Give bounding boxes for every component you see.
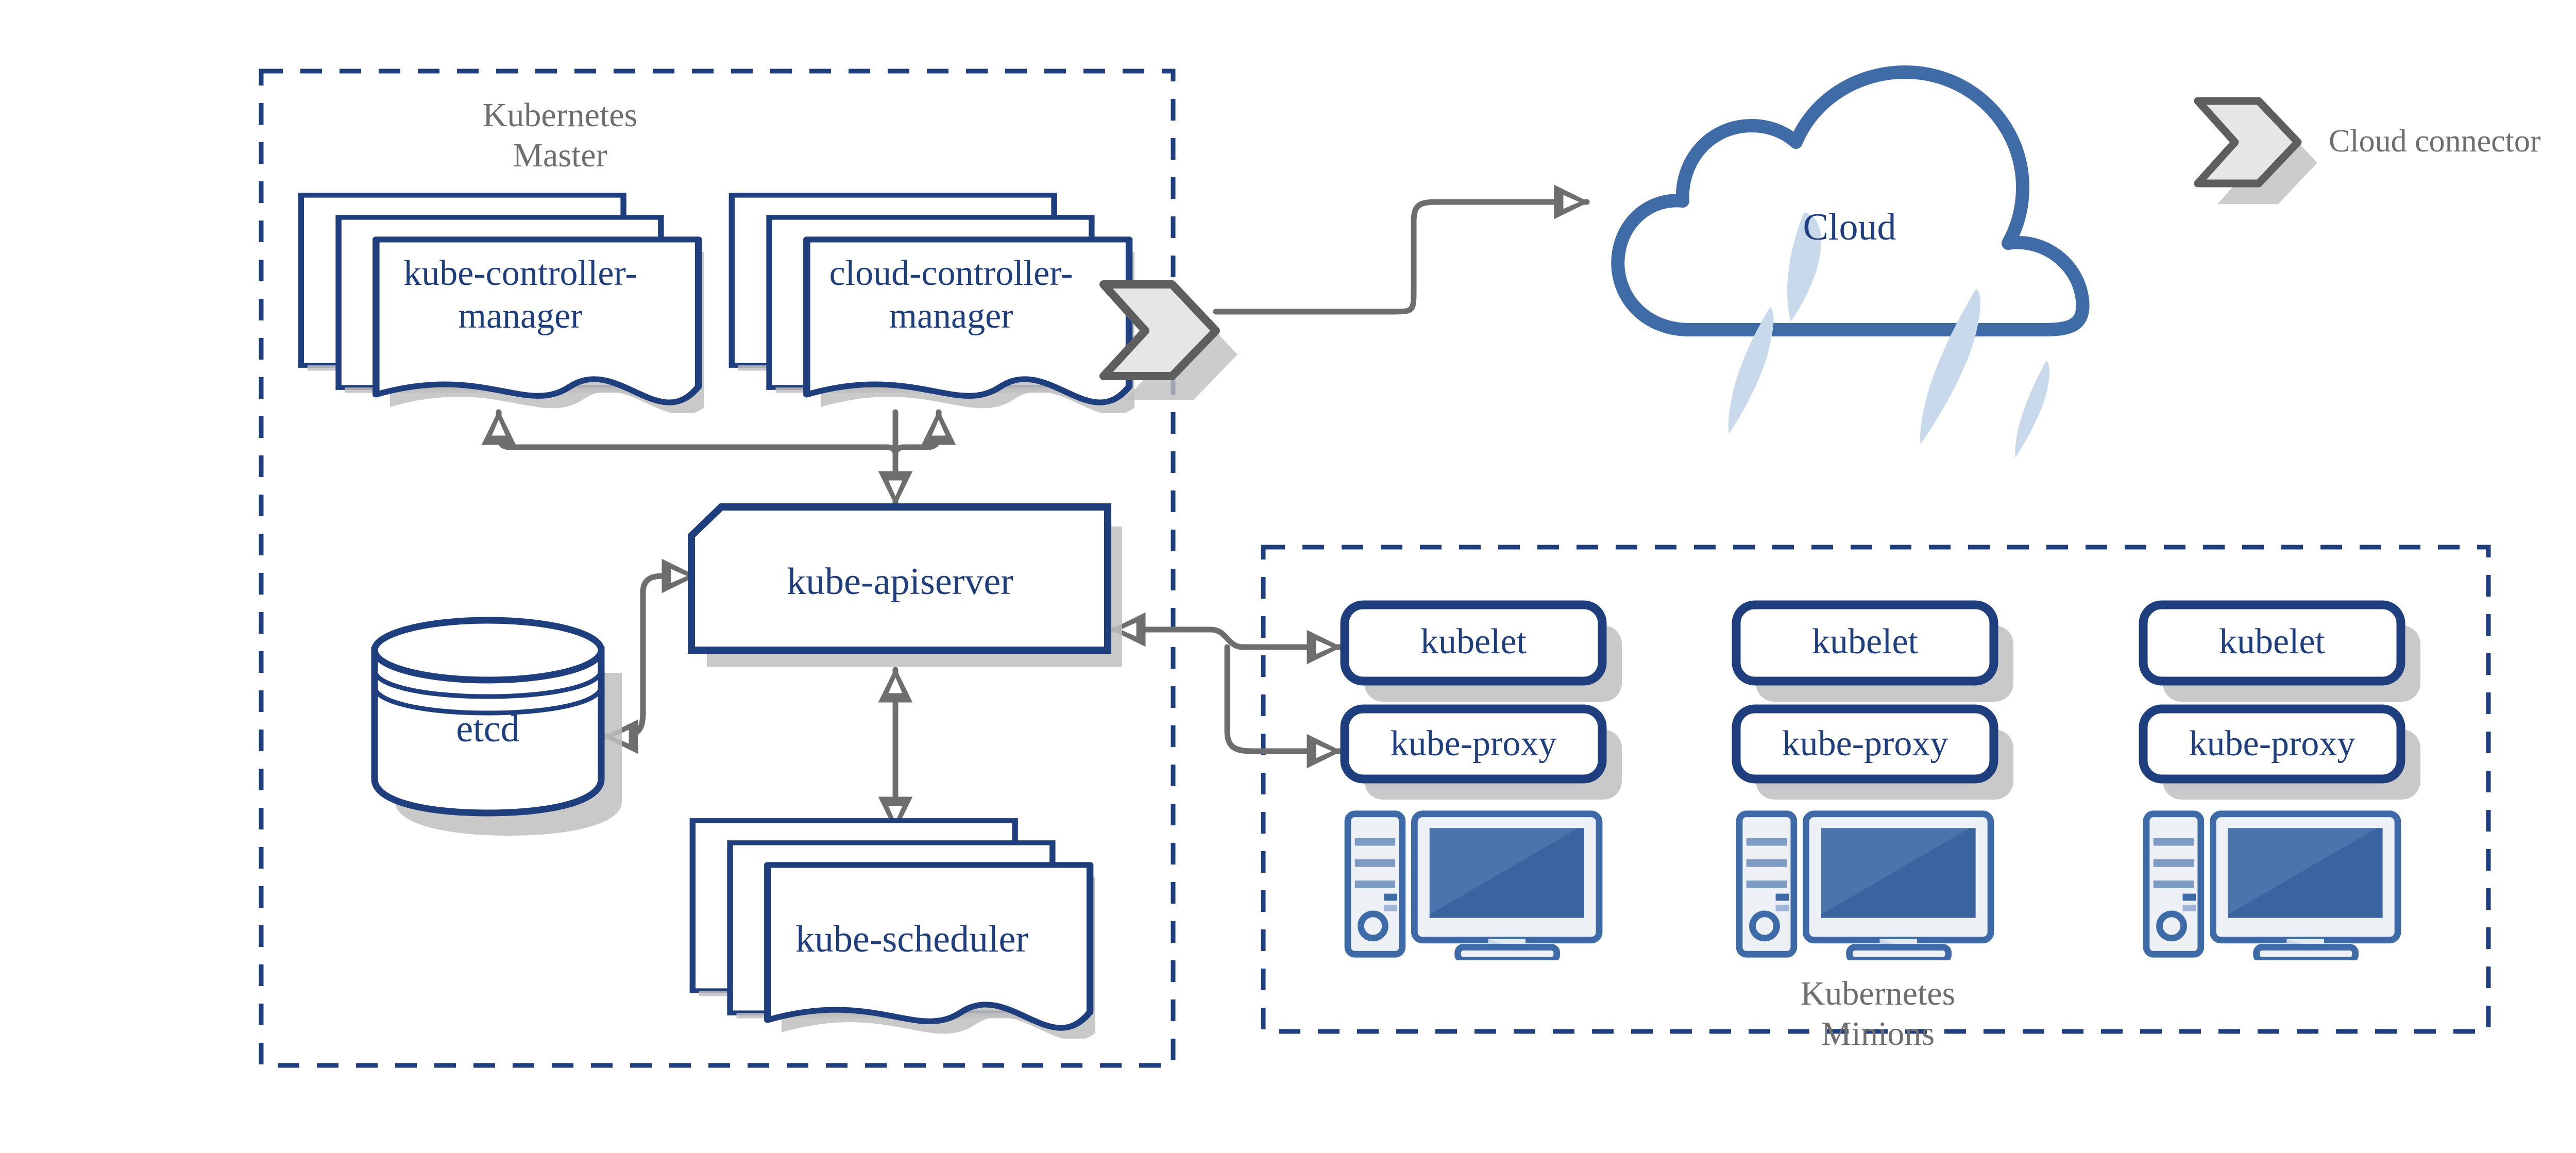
node-kube-controller-manager[interactable] [301,195,712,415]
minion-node-3 [2139,600,2420,960]
connector-etcd-to-apiserver [602,558,698,754]
connector-apiserver-to-kubeproxy [1224,644,1343,769]
kubelet-box-3 [2139,600,2405,686]
node-cloud[interactable] [1611,65,2090,457]
cloud-connector-chevron-icon [1099,280,1238,400]
computer-icon-1 [1348,814,1599,960]
node-cloud-controller-manager[interactable] [732,195,1143,415]
kube-proxy-box-2 [1732,704,1998,784]
node-kube-scheduler[interactable] [692,821,1104,1040]
legend-cloud-connector-icon [2194,97,2317,204]
master-group-border [259,69,1176,1068]
kubelet-box-2 [1732,600,1998,686]
connector-apiserver-to-kubelet [1110,612,1343,665]
computer-icon-3 [2146,814,2398,960]
node-etcd[interactable] [371,617,622,836]
connector-apiserver-to-kcm [481,409,899,461]
minion-node-2 [1732,600,2013,960]
minions-group-border [1261,545,2491,1034]
connector-ccm-to-cloud [1213,184,1590,315]
kubelet-box-1 [1340,600,1607,686]
node-kube-apiserver[interactable] [688,503,1122,667]
kube-proxy-box-1 [1340,704,1607,784]
minion-node-1 [1340,600,1622,960]
computer-icon-2 [1739,814,1991,960]
connector-apiserver-to-ccm [892,409,956,461]
kube-proxy-box-3 [2139,704,2405,784]
